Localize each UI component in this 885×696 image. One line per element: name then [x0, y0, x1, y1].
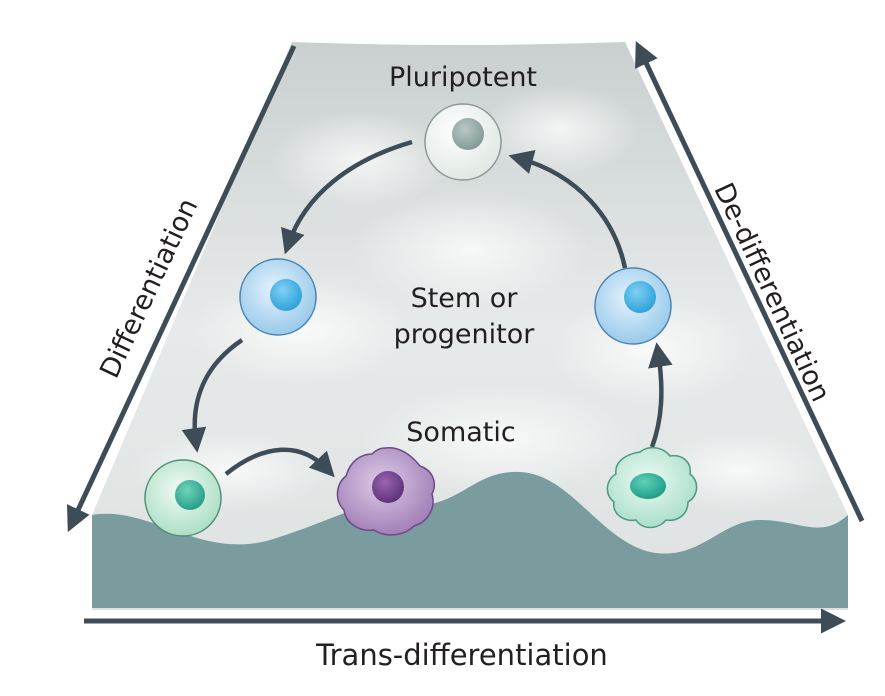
stem-cell-right: [594, 267, 672, 345]
somatic-purple-cell: [336, 447, 436, 536]
stem-label-line1: Stem or: [411, 283, 519, 314]
transdifferentiation-label: Trans-differentiation: [315, 638, 608, 672]
dedifferentiation-axis-arrow: [635, 40, 865, 523]
somatic-label: Somatic: [406, 417, 515, 448]
stem-cell-left: [239, 258, 317, 336]
pluripotent-to-stem-arrow: [281, 139, 413, 255]
stem-to-pluripotent-arrow: [508, 150, 628, 269]
somatic-to-stem-arrow: [648, 342, 673, 448]
pluripotent-cell: [424, 103, 502, 181]
ground-terrain: [92, 471, 848, 608]
pluripotent-label: Pluripotent: [389, 62, 537, 93]
dedifferentiating-cell: [606, 446, 698, 529]
stem-to-somatic-arrow: [181, 338, 244, 453]
stem-label-line2: progenitor: [394, 319, 536, 350]
somatic-green-cell: [144, 459, 222, 537]
differentiation-axis-arrow: [66, 44, 297, 533]
transdifferentiation-arrow: [224, 447, 335, 478]
